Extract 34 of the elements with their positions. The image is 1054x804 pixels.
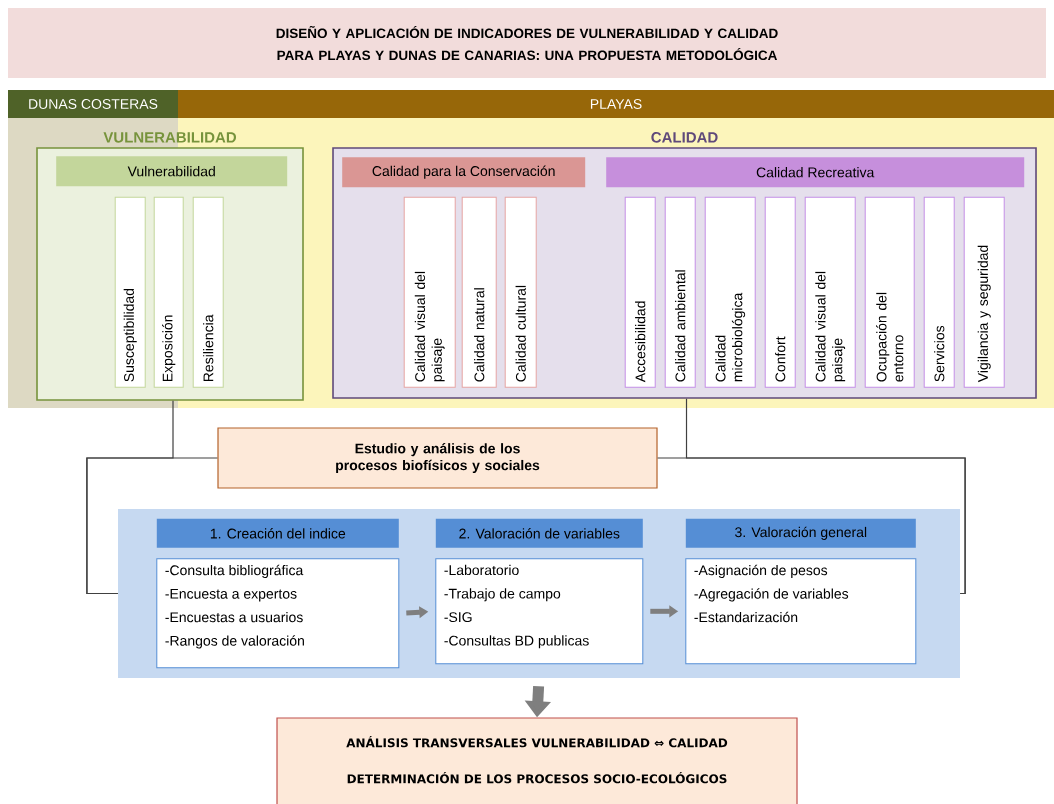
indicator-box: Confort (764, 196, 796, 388)
connector-line (86, 457, 218, 595)
header-bar: Calidad para la Conservación (342, 157, 586, 188)
indicator-box: Calidad natural (461, 196, 497, 388)
node-label: CALIDAD (651, 132, 718, 143)
indicator-box: Ocupación del entorno (864, 196, 915, 388)
step-header: 3. Valoración general (685, 518, 916, 548)
connector-line (86, 400, 174, 595)
connector-line (685, 398, 966, 595)
process-box: Estudio y análisis de los procesos biofísicos y sociales (217, 427, 658, 489)
step-header: 1. Creación del indice (156, 518, 399, 548)
indicator-box: Calidad ambiental (664, 196, 696, 388)
indicator-box: Accesibilidad (624, 196, 656, 388)
indicator-box: Calidad cultural (504, 196, 537, 388)
result-box: ANÁLISIS TRANSVERSALES VULNERABILIDAD ⇔ CALIDAD DETERMINACIÓN DE LOS PROCESOS SOCIO-ECOLÓGICOS (276, 717, 798, 804)
list-box: -Asignación de pesos -Agregación de variables -Estandarización (685, 558, 917, 665)
header-bar: Calidad Recreativa (606, 157, 1025, 188)
header-bar: Vulnerabilidad (56, 156, 288, 187)
indicator-box: Resiliencia (192, 196, 224, 388)
indicator-box: Susceptibilidad (114, 196, 146, 388)
indicator-box: Exposición (153, 196, 184, 388)
indicator-box: Calidad microbiológica (704, 196, 756, 388)
list-box: -Consulta bibliográfica -Encuesta a expertos -Encuestas a usuarios -Rangos de valoración (156, 558, 400, 669)
indicator-box: Servicios (923, 196, 955, 388)
node-label: VULNERABILIDAD (103, 132, 237, 143)
title-banner: DISEÑO Y APLICACIÓN DE INDICADORES DE VULNERABILIDAD Y CALIDAD PARA PLAYAS Y DUNAS DE CANARIAS: UNA PROPUESTA METODOLÓGICA (8, 8, 1046, 78)
step-header: 2. Valoración de variables (435, 518, 643, 548)
indicator-box: Vigilancia y seguridad (963, 196, 1005, 388)
header-band: DUNAS COSTERAS (8, 90, 178, 118)
connector-line (657, 457, 966, 595)
indicator-box: Calidad visual del paisaje (403, 196, 456, 388)
indicator-box: Calidad visual del paisaje (804, 196, 856, 388)
header-band: PLAYAS (178, 90, 1054, 118)
list-box: -Laboratorio -Trabajo de campo -SIG -Consultas BD publicas (435, 558, 644, 665)
